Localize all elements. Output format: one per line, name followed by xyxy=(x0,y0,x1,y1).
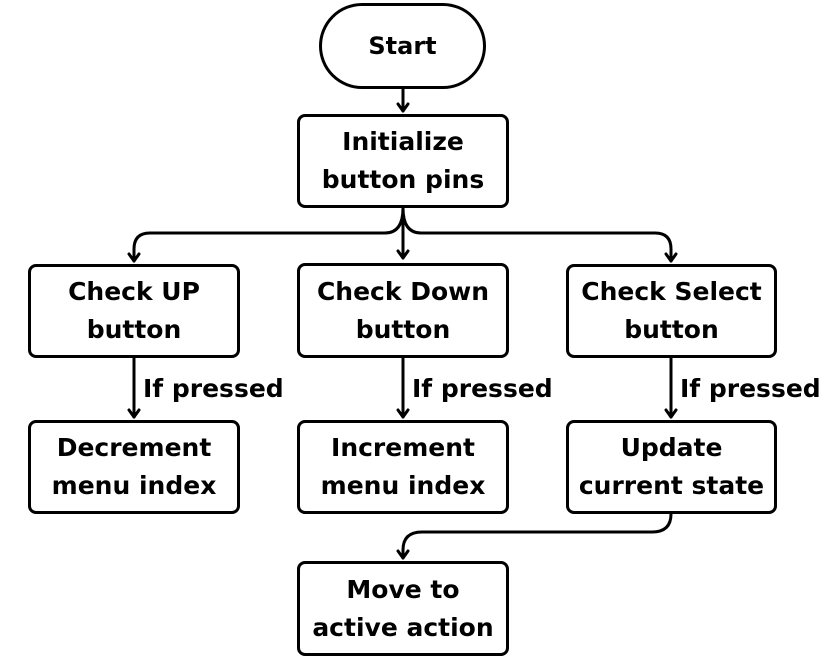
arrowhead-increment xyxy=(396,408,410,419)
move-label-line-2: active action xyxy=(312,612,494,642)
connector-update-to-move xyxy=(401,512,673,560)
check-up-node: Check UP button xyxy=(28,264,240,358)
initialize-node: Initialize button pins xyxy=(297,114,509,208)
update-label-line-2: current state xyxy=(578,471,765,500)
initialize-label-line-2: button pins xyxy=(321,165,485,194)
decrement-label-line-2: menu index xyxy=(51,471,217,500)
check-down-node: Check Down button xyxy=(297,263,509,358)
initialize-label-line-1: Initialize xyxy=(342,127,464,156)
connector-initialize-to-check-select xyxy=(401,206,673,263)
select-condition-label: If pressed xyxy=(680,374,821,403)
decrement-label-line-1: Decrement xyxy=(56,433,212,462)
move-node: Move to active action xyxy=(297,561,509,656)
move-label-line-1: Move to xyxy=(346,574,460,604)
increment-label-line-2: menu index xyxy=(320,471,486,500)
start-label: Start xyxy=(368,32,437,60)
increment-node: Increment menu index xyxy=(297,420,509,514)
check-select-node: Check Select button xyxy=(566,264,777,358)
update-node: Update current state xyxy=(566,420,777,514)
start-node: Start xyxy=(319,3,486,89)
down-condition-label: If pressed xyxy=(412,374,553,403)
arrowhead-check-select xyxy=(664,252,678,263)
check-up-label-line-1: Check UP xyxy=(68,277,200,306)
up-condition-label: If pressed xyxy=(143,374,284,403)
check-down-label-line-2: button xyxy=(355,314,451,344)
check-down-label-line-1: Check Down xyxy=(316,276,490,306)
check-select-label-line-1: Check Select xyxy=(581,277,762,306)
arrowhead-move xyxy=(396,549,410,560)
check-up-label-line-2: button xyxy=(86,315,182,344)
connector-initialize-to-check-up xyxy=(132,206,405,263)
decrement-node: Decrement menu index xyxy=(28,420,240,514)
arrowhead-update xyxy=(664,408,678,419)
update-label-line-1: Update xyxy=(620,433,723,462)
arrowhead-check-down xyxy=(396,249,410,260)
check-select-label-line-2: button xyxy=(624,315,719,344)
arrowhead-decrement xyxy=(127,408,141,419)
arrowhead-initialize xyxy=(396,102,410,113)
arrowhead-check-up xyxy=(127,252,141,263)
increment-label-line-1: Increment xyxy=(331,433,475,462)
